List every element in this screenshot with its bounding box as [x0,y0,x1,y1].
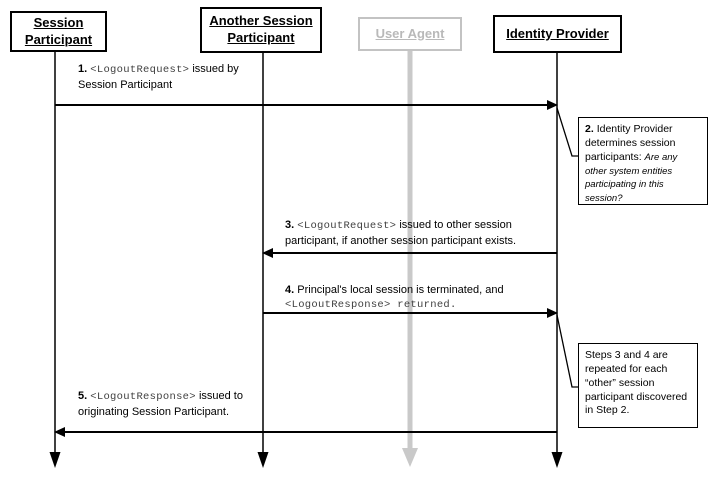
note-3-4-connector [556,314,578,388]
actor-identity-provider-label: Identity Provider [506,25,609,41]
message-1-arrowhead [547,100,558,110]
message-3-arrowhead [262,248,273,258]
message-4-label: 4. Principal's local session is terminat… [285,283,547,313]
message-4-line2: <LogoutResponse> returned. [285,299,457,312]
message-1-line2: Session Participant [78,78,173,91]
note-2-connector [556,107,578,157]
actor-another-session-participant-label: Another Session Participant [209,13,313,45]
message-1-label: 1. <LogoutRequest> issued by Session Par… [78,62,276,93]
identity-provider-lifeline-arrowhead [551,452,563,468]
message-5-line2: originating Session Participant. [78,405,230,418]
note-step-2-question: Are any other system entities participat… [585,151,678,205]
actor-session-participant: Session Participant [10,11,107,52]
session-participant-lifeline-arrowhead [49,452,61,468]
actor-user-agent-label: User Agent [375,25,445,41]
message-3-line1: 3. <LogoutRequest> issued to other sessi… [285,219,512,232]
note-steps-3-4-text: Steps 3 and 4 are repeated for each “oth… [585,349,688,417]
message-5-arrowhead [54,427,65,437]
message-3-label: 3. <LogoutRequest> issued to other sessi… [285,218,549,249]
actor-user-agent: User Agent [358,17,462,51]
message-5-line1: 5. <LogoutResponse> issued to [78,390,243,403]
note-steps-3-4: Steps 3 and 4 are repeated for each “oth… [578,343,698,428]
message-5-label: 5. <LogoutResponse> issued to originatin… [78,389,276,420]
actor-another-session-participant: Another Session Participant [200,7,322,53]
note-step-2-text: Identity Provider determines session par… [585,123,676,163]
user-agent-lifeline-arrowhead [402,448,418,467]
message-4-arrowhead [547,308,558,318]
message-3-line2: participant, if another session particip… [285,234,517,247]
message-4-line1: 4. Principal's local session is terminat… [285,284,504,296]
another-session-participant-lifeline-arrowhead [257,452,269,468]
actor-identity-provider: Identity Provider [493,15,622,53]
note-step-2: 2. Identity Provider determines session … [578,117,708,205]
message-1-line1: 1. <LogoutRequest> issued by [78,63,239,76]
actor-session-participant-label: Session Participant [24,14,93,47]
